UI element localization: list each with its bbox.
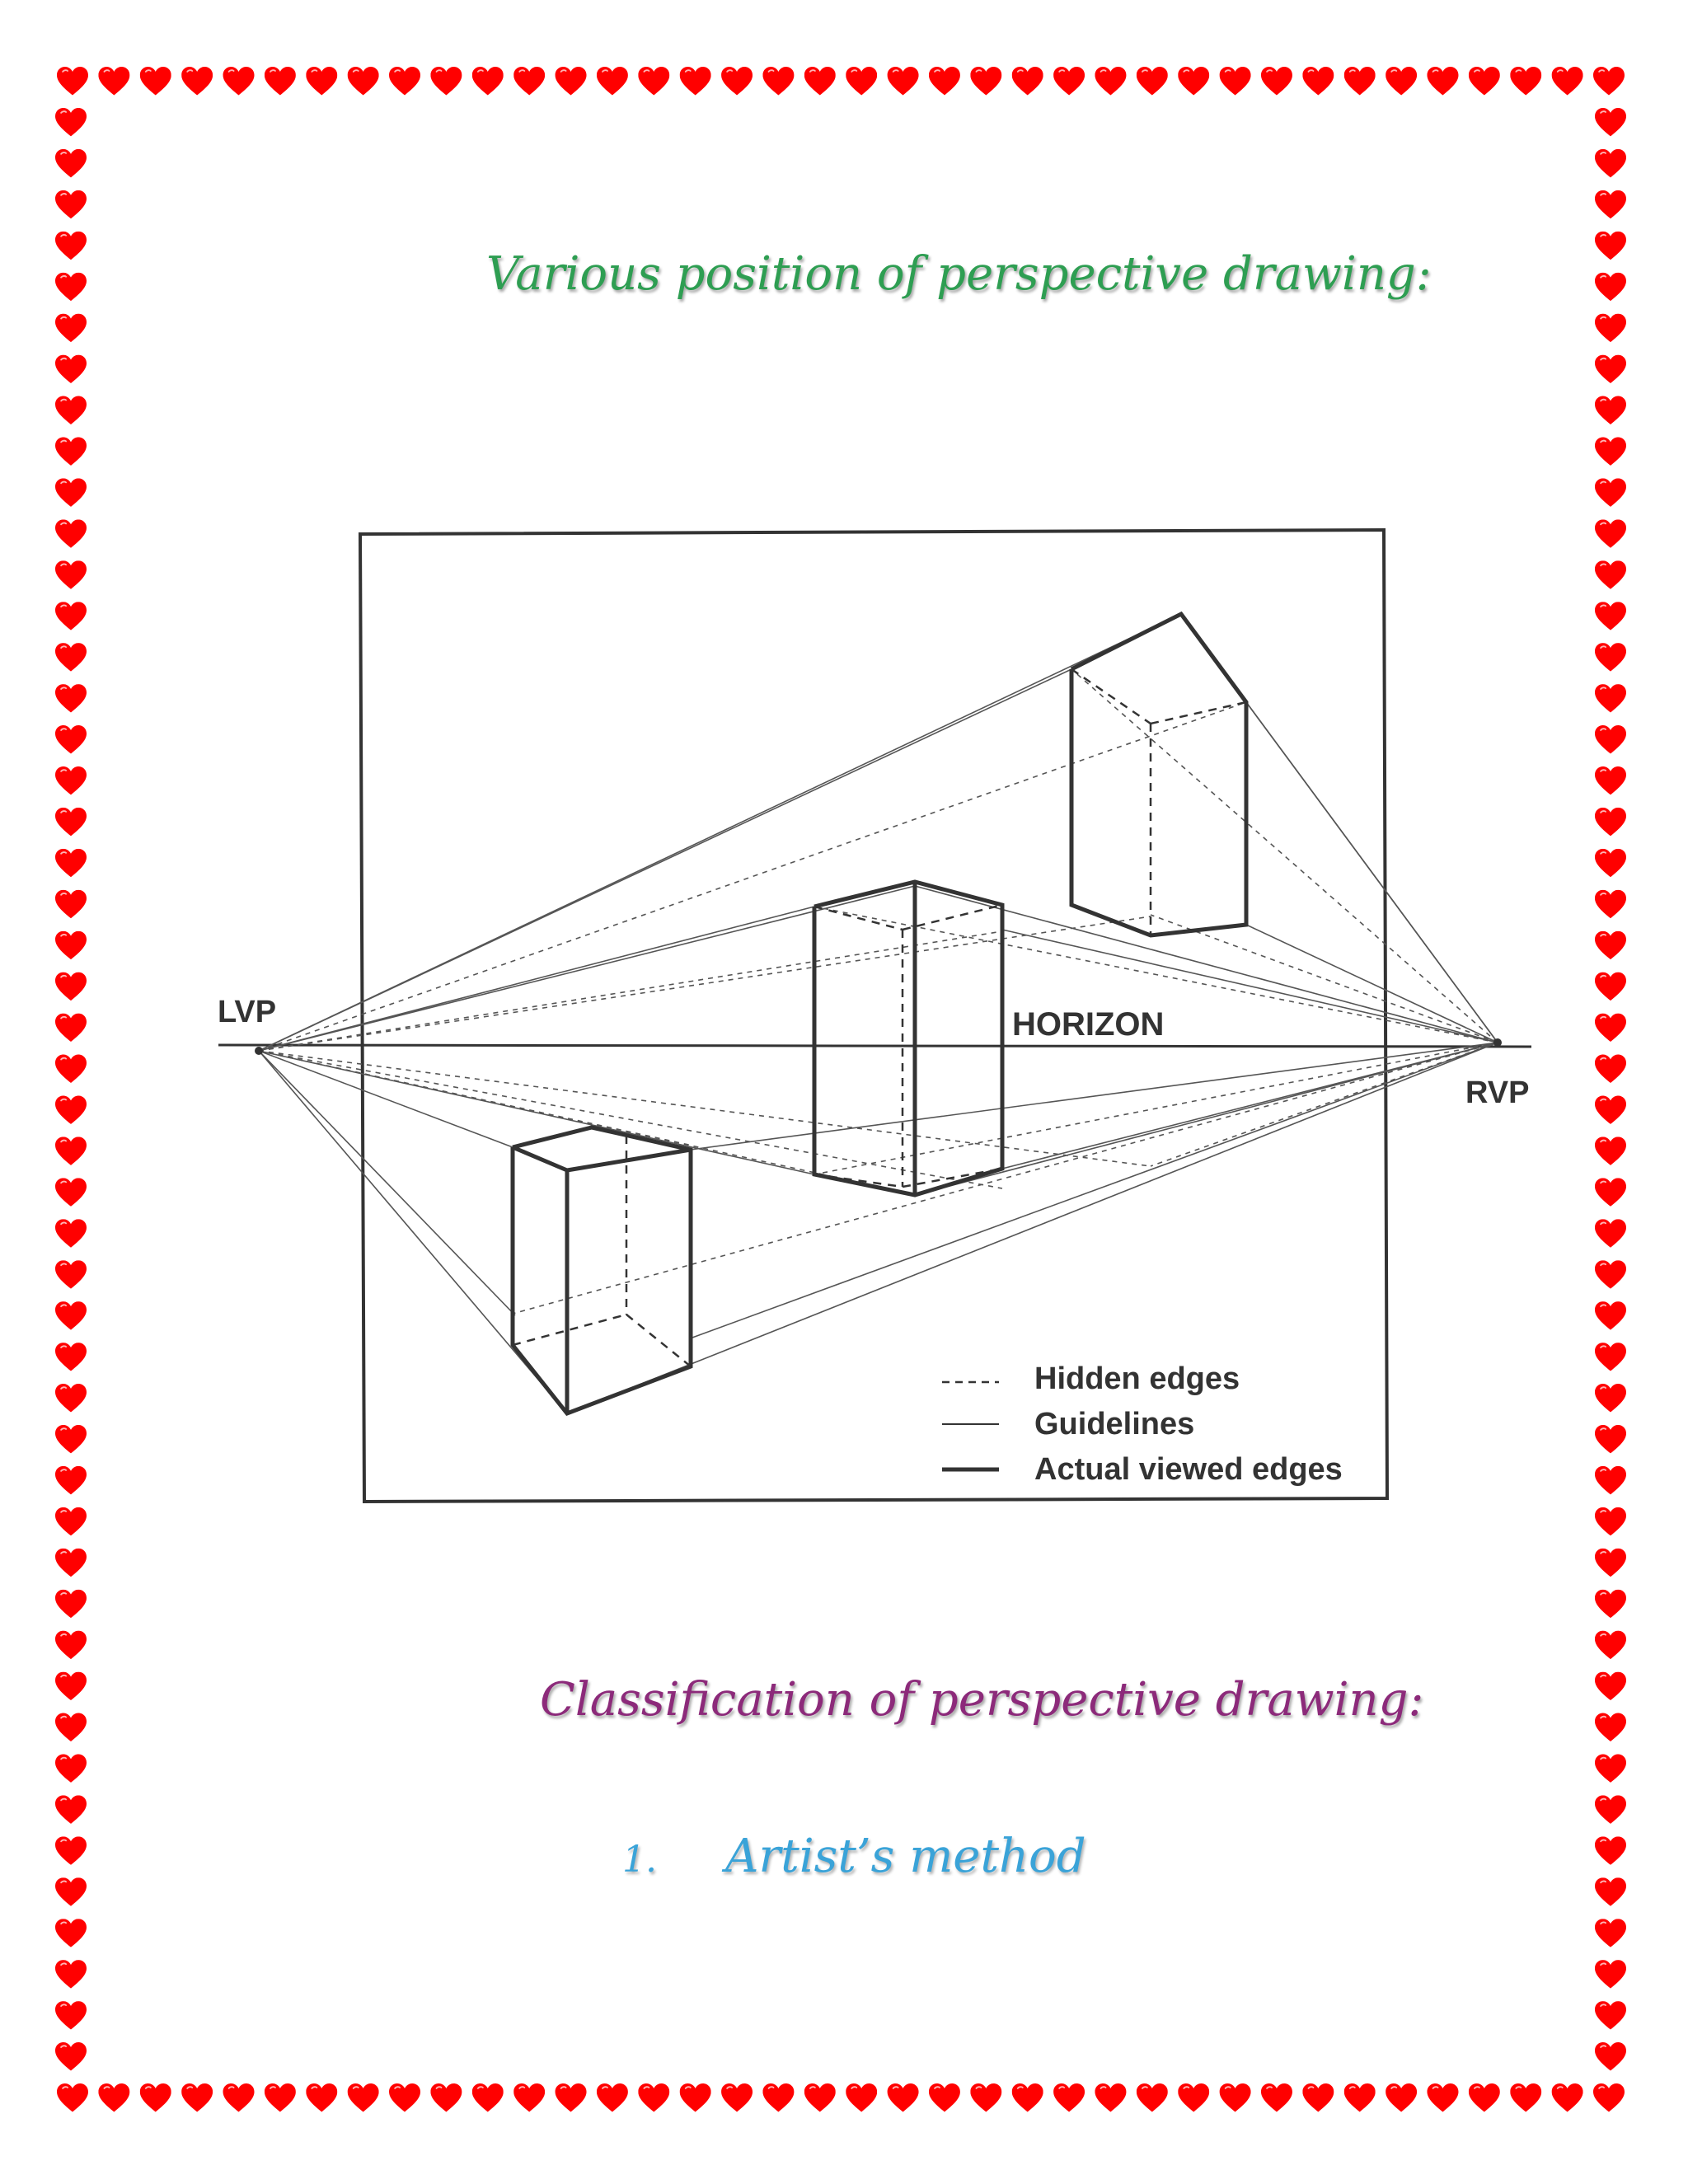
list-item: 1. Artist’s method — [622, 1830, 1086, 1883]
lvp-point — [255, 1047, 263, 1055]
lvp-label: LVP — [218, 995, 276, 1029]
rvp-point — [1493, 1038, 1502, 1047]
guidelines-rvp — [566, 613, 1498, 1414]
legend: Hidden edges Guidelines Actual viewed ed… — [942, 1361, 1343, 1487]
section-heading: Classification of perspective drawing: — [540, 1673, 1424, 1727]
guidelines-rvp-dashed — [512, 668, 1498, 1315]
list-item-text: Artist’s method — [725, 1830, 1086, 1883]
box-middle — [812, 879, 1005, 1197]
guidelines-lvp-dashed — [258, 701, 1247, 1196]
legend-label-actual: Actual viewed edges — [1034, 1452, 1343, 1487]
rvp-label: RVP — [1465, 1076, 1529, 1110]
legend-label-guidelines: Guidelines — [1034, 1407, 1194, 1441]
horizon-label: HORIZON — [1012, 1006, 1164, 1043]
horizon-line — [218, 1043, 1532, 1048]
legend-label-hidden: Hidden edges — [1034, 1361, 1240, 1396]
box-lower-left — [510, 1125, 693, 1416]
box-upper-right — [1069, 611, 1249, 938]
figure-frame — [358, 527, 1390, 1504]
page-title: Various position of perspective drawing: — [486, 247, 1432, 301]
guidelines-lvp — [258, 613, 1182, 1414]
list-item-number: 1. — [622, 1839, 657, 1881]
